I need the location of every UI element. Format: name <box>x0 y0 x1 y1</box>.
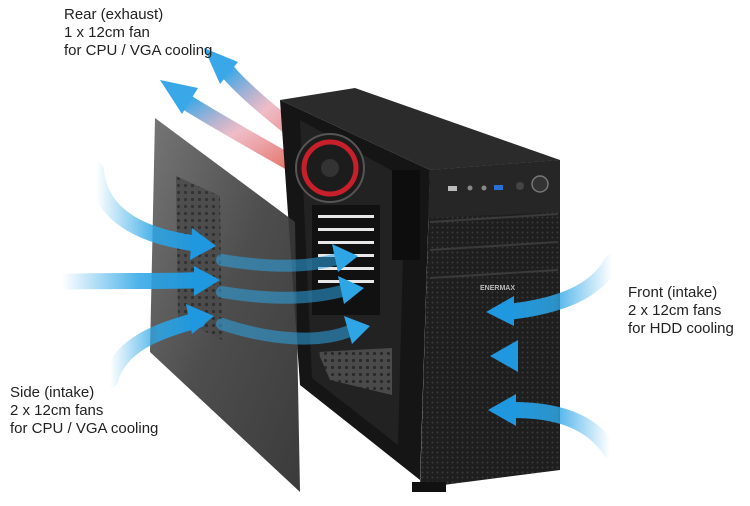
front-airflow-arrow-3 <box>504 402 618 458</box>
rear-airflow-arrowhead-lower <box>160 80 198 114</box>
side-intake-airflow <box>54 162 370 388</box>
side-panel <box>150 118 300 492</box>
front-label-fans: 2 x 12cm fans <box>628 302 722 319</box>
front-intake-airflow <box>486 254 650 458</box>
front-label-purpose: for HDD cooling <box>628 320 734 337</box>
front-label-title: Front (intake) <box>628 284 718 301</box>
rear-label-fans: 1 x 12cm fan <box>64 24 150 41</box>
front-io-ports <box>448 175 549 193</box>
rear-airflow-arrow-lower <box>178 94 308 176</box>
side-label-fans: 2 x 12cm fans <box>10 402 104 419</box>
rear-exhaust-label: Rear (exhaust) 1 x 12cm fan for CPU / VG… <box>64 6 212 60</box>
rear-airflow-arrowhead-upper <box>204 48 238 84</box>
side-airflow-arrow-1 <box>88 162 208 252</box>
side-intake-label: Side (intake) 2 x 12cm fans for CPU / VG… <box>10 384 158 438</box>
rear-label-title: Rear (exhaust) <box>64 6 164 23</box>
front-airflow-arrow-1 <box>500 254 620 320</box>
rear-fan <box>295 133 365 203</box>
side-label-purpose: for CPU / VGA cooling <box>10 420 159 437</box>
case-brand-logo: ENERMAX <box>480 285 515 292</box>
rear-label-purpose: for CPU / VGA cooling <box>64 42 213 59</box>
side-airflow-arrow-3 <box>102 312 206 388</box>
side-label-title: Side (intake) <box>10 384 95 401</box>
front-intake-label: Front (intake) 2 x 12cm fans for HDD coo… <box>628 284 734 338</box>
side-airflow-arrow-2 <box>54 272 208 290</box>
